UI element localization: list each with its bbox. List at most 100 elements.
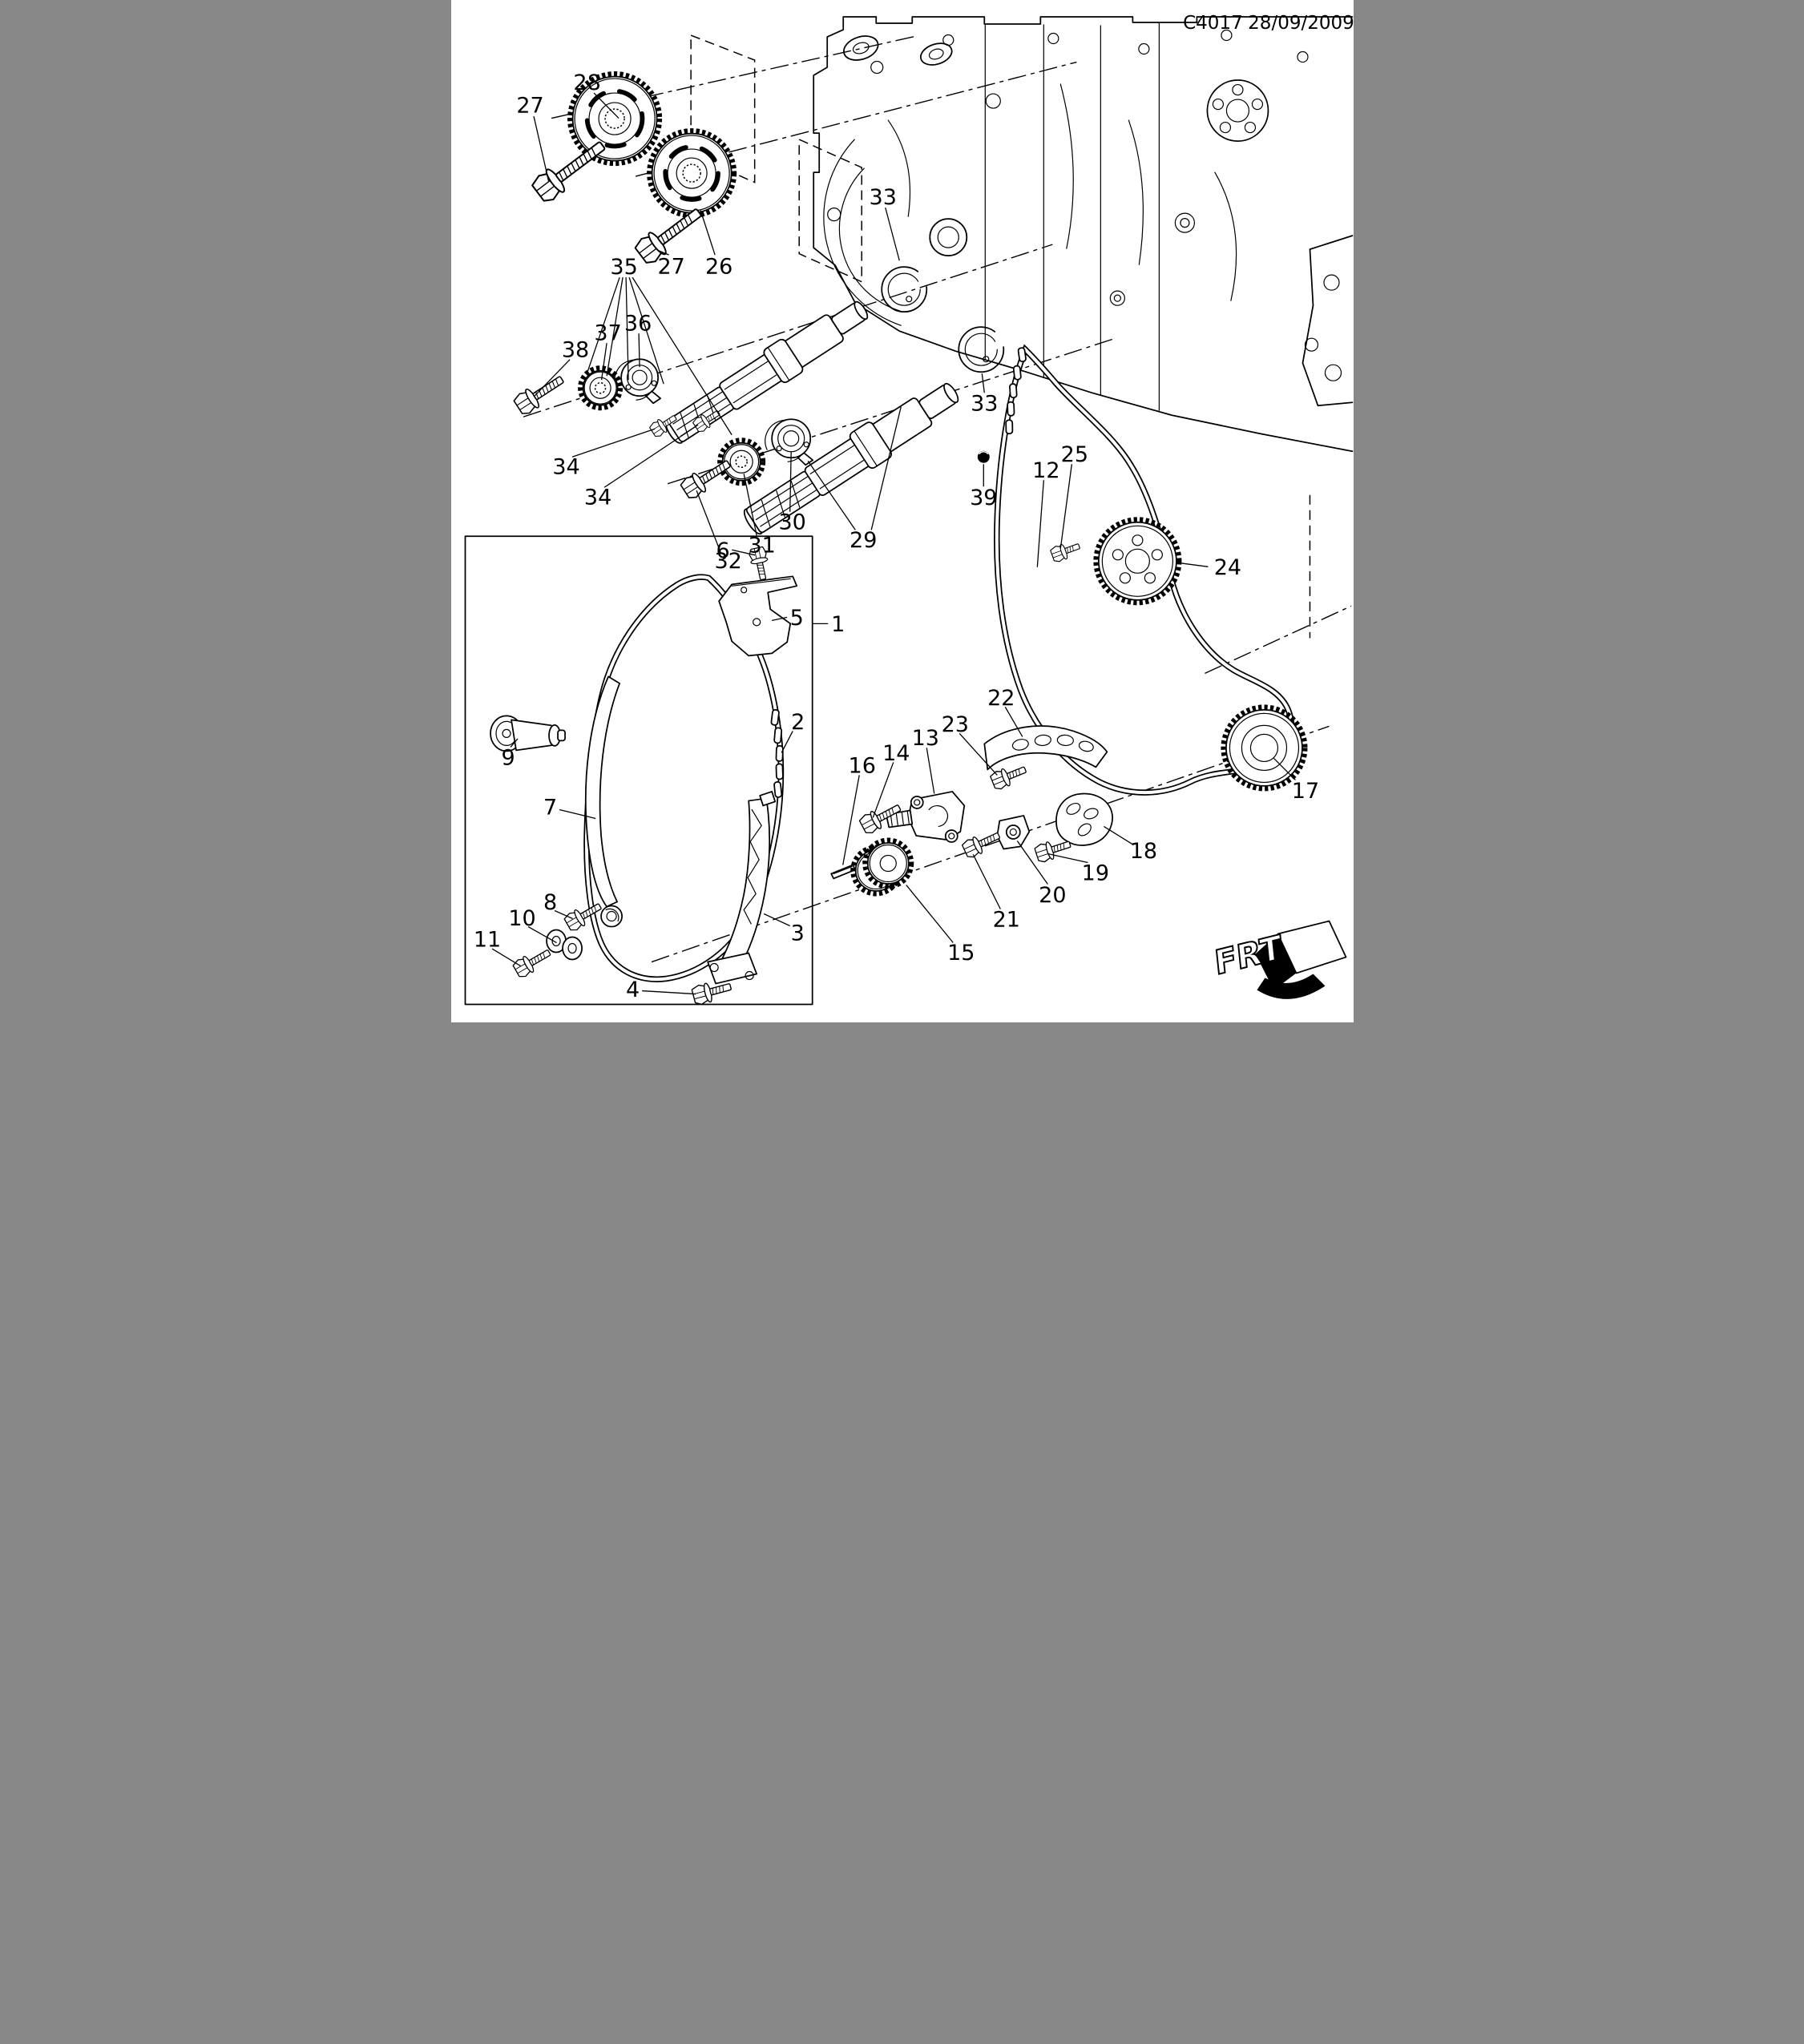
callout-31: 31 <box>748 533 775 558</box>
timing-chain-diagram: FRT C4017 28/09/2009 2827262735333337363… <box>450 0 1354 1023</box>
retainer-30 <box>764 418 813 466</box>
callout-leader-35 <box>628 276 664 385</box>
callout-19: 19 <box>1081 861 1108 885</box>
callout-leader-34 <box>571 428 655 458</box>
callout-4: 4 <box>626 978 640 1002</box>
callout-11: 11 <box>473 928 500 953</box>
bolt-21 <box>961 832 1000 858</box>
callout-15: 15 <box>947 941 975 966</box>
bolt-4 <box>691 982 732 1006</box>
bearing-33-upper <box>880 266 927 313</box>
callout-27: 27 <box>516 94 543 119</box>
chain-guard-5 <box>717 575 797 657</box>
pivot-10 <box>545 929 583 961</box>
callout-leader-6 <box>731 549 755 556</box>
bolt-19 <box>1033 841 1071 863</box>
frt-marker: FRT <box>1212 920 1346 999</box>
callout-8: 8 <box>543 890 556 915</box>
callout-33: 33 <box>971 392 998 417</box>
section-plane-b <box>797 138 862 283</box>
callout-leader-2 <box>781 731 793 753</box>
figure-date: 28/09/2009 <box>1248 13 1354 34</box>
gear-37 <box>577 365 623 411</box>
bolt-23 <box>989 766 1027 790</box>
callout-leader-7 <box>559 808 595 820</box>
callout-leader-11 <box>491 948 521 967</box>
callout-7: 7 <box>543 795 556 820</box>
callout-22: 22 <box>987 686 1015 711</box>
engine-block <box>812 16 1353 453</box>
guide-18 <box>1055 792 1113 846</box>
retainer-36 <box>614 358 661 405</box>
bolt-25 <box>1049 543 1080 562</box>
tensioner-13 <box>885 791 965 843</box>
callout-27: 27 <box>657 255 684 280</box>
callout-leader-23 <box>959 732 998 776</box>
callout-38: 38 <box>561 338 588 363</box>
callout-9: 9 <box>501 745 515 770</box>
gear-31 <box>716 437 765 486</box>
callout-leader-10 <box>527 925 557 944</box>
callout-leader-32 <box>696 490 721 553</box>
callout-leader-26 <box>700 210 716 256</box>
bolt-6 <box>748 546 768 581</box>
chain-links-2 <box>770 708 784 798</box>
figure-code: C4017 <box>1183 13 1243 34</box>
guide-7 <box>584 675 623 928</box>
callout-leader-34 <box>603 424 698 488</box>
bolt-27b <box>634 208 701 264</box>
callout-leader-4 <box>641 990 696 995</box>
callout-leader-38 <box>534 359 571 397</box>
crank-sprocket-15 <box>862 837 914 889</box>
callout-leader-13 <box>926 748 934 794</box>
bolt-14 <box>858 804 901 834</box>
inset-box <box>464 535 813 1006</box>
callout-17: 17 <box>1291 779 1318 804</box>
callout-leader-22 <box>1004 707 1023 737</box>
callout-leader-31 <box>743 474 757 536</box>
callout-leader-35 <box>632 276 732 436</box>
callout-leader-29 <box>807 460 856 530</box>
callout-leader-8 <box>554 909 573 920</box>
bolt-27a <box>531 141 605 202</box>
callout-leader-29 <box>870 406 902 530</box>
callout-leader-16 <box>841 775 860 865</box>
callout-leader-20 <box>1016 841 1048 885</box>
callout-26: 26 <box>704 255 732 280</box>
callout-36: 36 <box>624 312 651 337</box>
camshaft-phaser-26 <box>646 128 737 219</box>
callout-13: 13 <box>911 726 938 751</box>
callout-5: 5 <box>789 606 803 631</box>
callout-18: 18 <box>1129 839 1156 864</box>
callout-12: 12 <box>1032 458 1059 483</box>
callout-6: 6 <box>716 538 729 563</box>
callout-leader-5 <box>771 616 787 621</box>
bearing-33-lower <box>957 326 1004 373</box>
callout-21: 21 <box>992 908 1019 933</box>
guide-3 <box>706 791 776 985</box>
callout-leader-9 <box>510 738 519 748</box>
callout-leader-37 <box>600 343 607 381</box>
callout-34: 34 <box>552 454 579 479</box>
balance-shaft-lower <box>743 382 959 535</box>
callout-leader-33 <box>884 207 900 261</box>
guide-22 <box>983 725 1108 771</box>
water-pump-sprocket-24 <box>1092 517 1181 606</box>
callout-leader-19 <box>1047 853 1088 864</box>
callout-leader-17 <box>1273 757 1296 780</box>
bolt-34b <box>692 410 720 433</box>
sprockets-layer <box>567 71 1307 897</box>
callout-29: 29 <box>850 528 877 553</box>
callout-leader-28 <box>593 92 619 119</box>
callout-37: 37 <box>594 321 621 346</box>
callout-23: 23 <box>941 712 968 737</box>
bolt-11 <box>512 949 551 978</box>
callout-39: 39 <box>970 486 997 510</box>
callout-16: 16 <box>848 753 875 778</box>
camshaft-phaser-28 <box>567 71 662 167</box>
callout-leader-18 <box>1103 825 1134 846</box>
bolts-layer <box>512 141 1080 1006</box>
callout-leader-30 <box>789 452 792 512</box>
